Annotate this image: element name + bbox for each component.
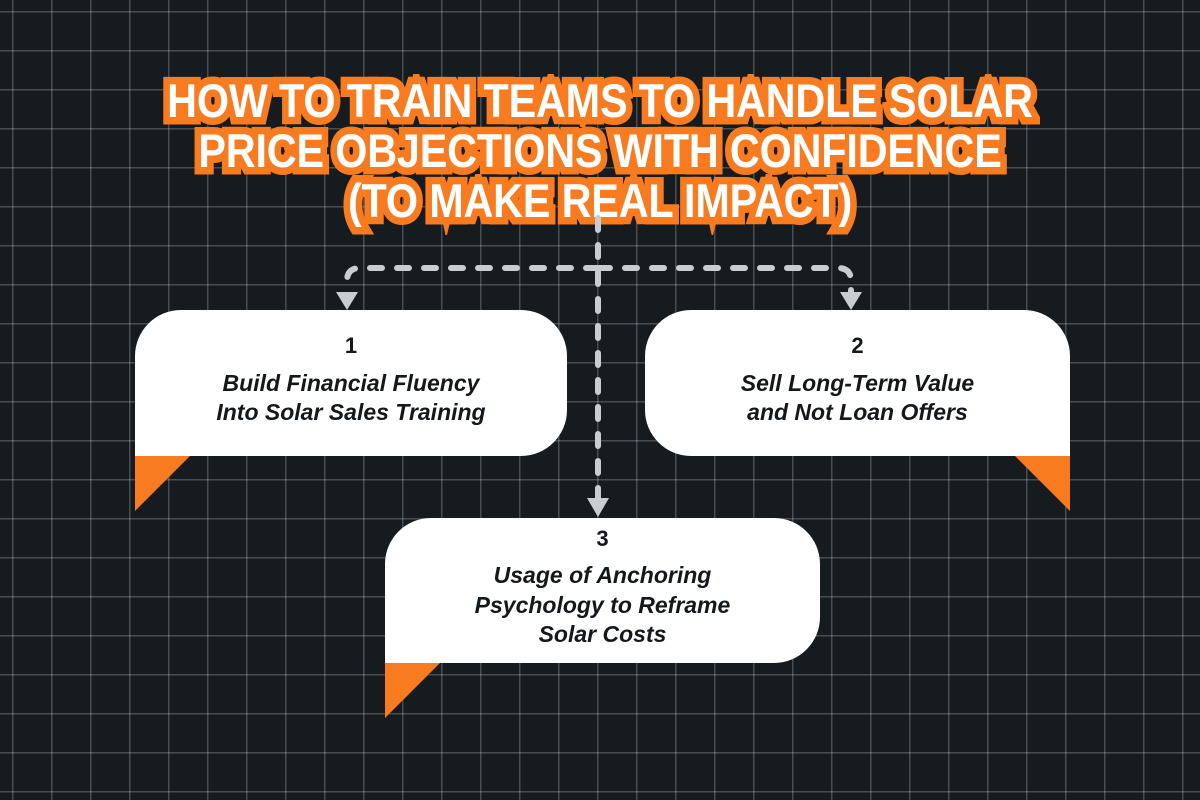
connector-branch-right (595, 265, 854, 295)
page-title-line-1: HOW TO TRAIN TEAMS TO HANDLE SOLAR (161, 69, 1040, 131)
connector-branch-left (344, 265, 601, 295)
step-text-3: Usage of Anchoring Psychology to Reframe… (474, 562, 731, 648)
step-number-3: 3 (596, 526, 609, 552)
step-text-1: Build Financial Fluency Into Solar Sales… (216, 369, 486, 426)
arrow-head-card-1 (336, 292, 358, 310)
step-card-3[interactable]: 3 Usage of Anchoring Psychology to Refra… (385, 518, 820, 663)
arrow-head-card-3 (587, 498, 609, 517)
card-tail-3 (385, 663, 440, 718)
card-tail-1 (135, 456, 190, 511)
card-tail-2 (1015, 456, 1070, 511)
step-card-2[interactable]: 2 Sell Long-Term Value and Not Loan Offe… (645, 310, 1070, 456)
step-number-2: 2 (851, 333, 864, 359)
arrow-head-card-2 (840, 292, 862, 310)
page-title: HOW TO TRAIN TEAMS TO HANDLE SOLAR PRICE… (0, 69, 1200, 232)
step-text-2: Sell Long-Term Value and Not Loan Offers (740, 369, 975, 426)
step-card-1[interactable]: 1 Build Financial Fluency Into Solar Sal… (135, 310, 567, 456)
page-title-line-3: (TO MAKE REAL IMPACT) (341, 170, 858, 232)
step-number-1: 1 (344, 333, 358, 359)
page-title-line-2: PRICE OBJECTIONS WITH CONFIDENCE (192, 120, 1009, 182)
